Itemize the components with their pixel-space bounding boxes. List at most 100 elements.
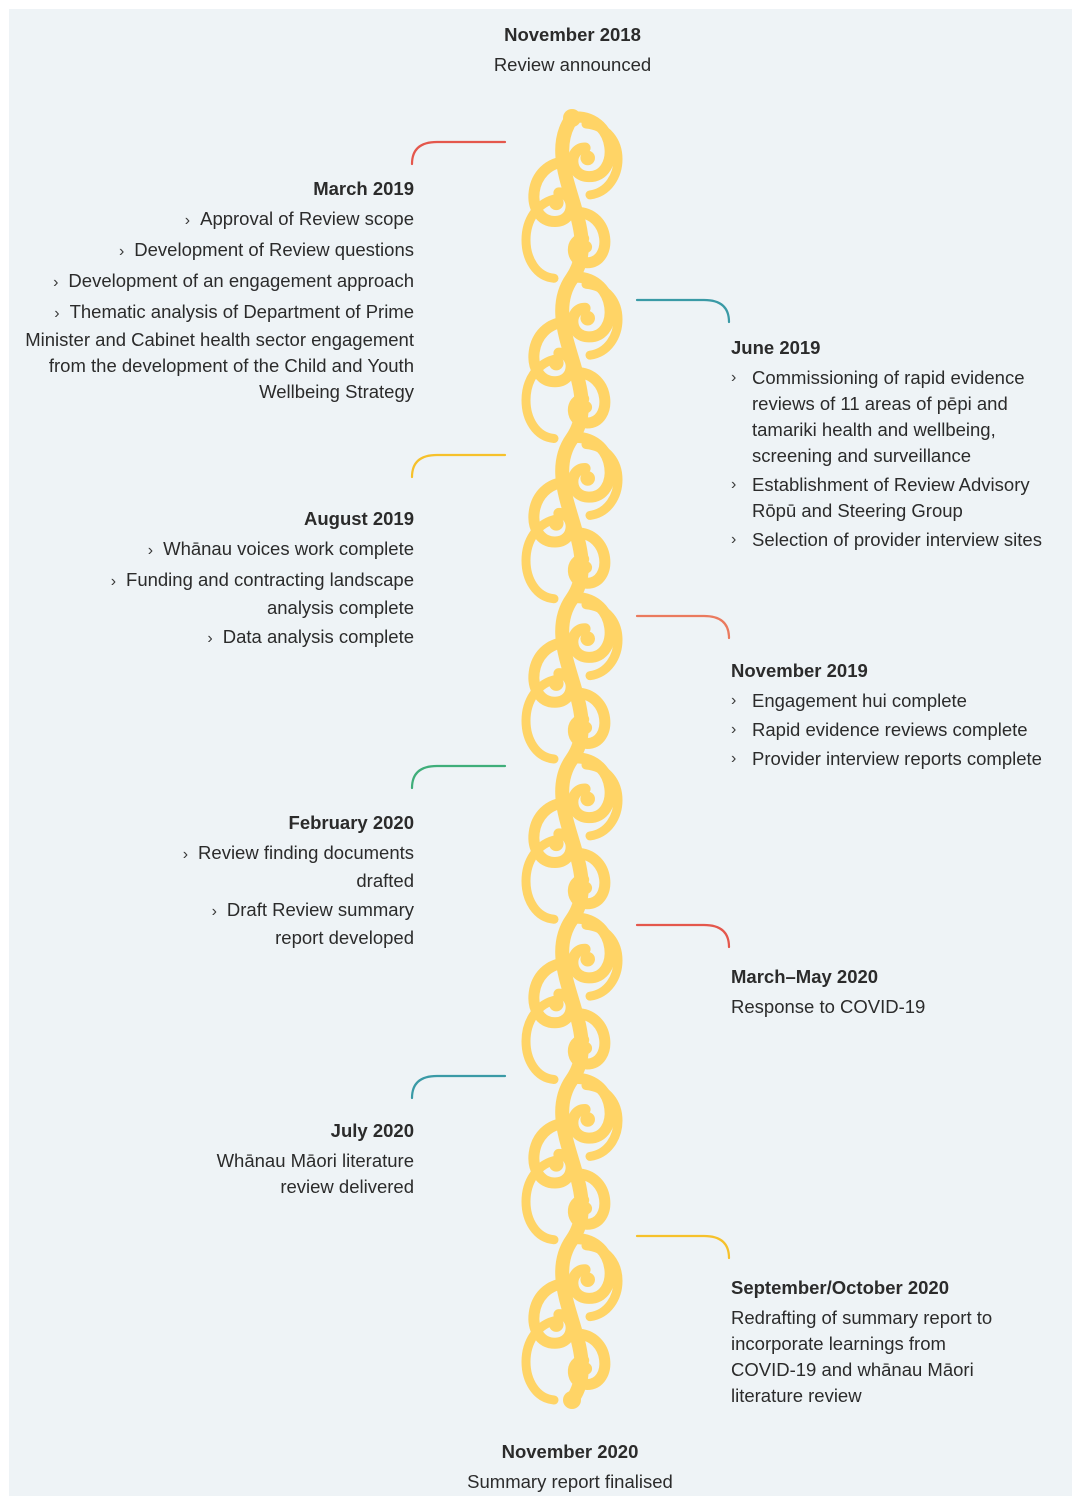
koru-curl xyxy=(528,1117,577,1189)
milestone-date: June 2019 xyxy=(731,337,821,358)
koru-bulb xyxy=(579,240,593,254)
milestone-item-text: Selection of provider interview sites xyxy=(752,529,1042,550)
milestone-date: March 2019 xyxy=(313,178,414,199)
milestone-item: ›Draft Review summary report developed xyxy=(180,897,414,951)
milestone-item-list: › Commissioning of rapid evidence reviews… xyxy=(731,365,1071,553)
chevron-right-icon: › xyxy=(207,630,213,647)
koru-cap-bottom xyxy=(563,1391,581,1409)
milestone-item-text: Funding and contracting landscape analys… xyxy=(126,569,414,618)
milestone-description: Whānau Māori literature review delivered xyxy=(216,1150,414,1197)
timeline-end: November 2020 Summary report finalised xyxy=(430,1439,710,1495)
milestone-date: February 2020 xyxy=(288,812,414,833)
koru-curl xyxy=(528,797,577,869)
koru-curl xyxy=(567,1007,611,1070)
koru-scroll xyxy=(581,119,623,200)
milestone-item-text: Review finding documents drafted xyxy=(198,842,414,891)
milestone-item: ›Development of Review questions xyxy=(10,237,414,265)
chevron-right-icon: › xyxy=(53,274,59,291)
koru-bulb xyxy=(580,150,595,166)
milestone-item-list: › Engagement hui complete ›Rapid evidence … xyxy=(731,688,1061,772)
milestone-item-text: Development of an engagement approach xyxy=(68,270,414,291)
chevron-right-icon: › xyxy=(110,573,117,590)
milestone-item: ›Rapid evidence reviews complete xyxy=(731,717,1061,743)
koru-bulb xyxy=(579,1202,593,1215)
chevron-right-icon: › xyxy=(147,542,154,559)
milestone-february-2020: February 2020 › Review finding documents d… xyxy=(180,810,414,954)
milestone-item-text: Commissioning of rapid evidence reviews … xyxy=(752,367,1025,466)
milestone-item: › Development of an engagement approach xyxy=(10,268,414,296)
koru-curl xyxy=(567,847,611,910)
koru-curl xyxy=(567,527,611,589)
koru-scroll xyxy=(581,600,623,681)
chevron-right-icon: › xyxy=(731,692,737,709)
koru-bulb xyxy=(579,1042,593,1055)
koru-curl xyxy=(567,366,611,429)
milestone-item-text: Provider interview reports complete xyxy=(752,748,1042,769)
koru-scroll xyxy=(581,279,623,360)
koru-bulb xyxy=(579,881,593,895)
koru-scroll xyxy=(521,353,563,443)
koru-curl xyxy=(528,476,577,548)
koru-curl xyxy=(528,636,577,708)
koru-curl xyxy=(528,316,577,388)
chevron-right-icon: › xyxy=(731,721,737,738)
koru-cap-top xyxy=(563,109,581,127)
milestone-item-list: › Whānau voices work complete › Funding and… xyxy=(110,536,414,652)
koru-bulb xyxy=(580,471,595,486)
connector-line xyxy=(410,764,507,790)
milestone-june-2019: June 2019 › Commissioning of rapid evidenc… xyxy=(731,335,1071,556)
milestone-date: November 2019 xyxy=(731,660,868,681)
milestone-item-text: Thematic analysis of Department of Prime… xyxy=(25,301,414,402)
koru-bulb xyxy=(579,721,593,734)
connector-line xyxy=(410,453,507,479)
connector-line xyxy=(635,1234,731,1260)
koru-bulb xyxy=(579,561,593,574)
chevron-right-icon: › xyxy=(211,903,217,920)
connector-line xyxy=(635,614,731,640)
koru-bulb xyxy=(580,791,595,807)
timeline-start: November 2018 Review announced xyxy=(440,22,705,78)
milestone-description: Redrafting of summary report to incorpor… xyxy=(731,1307,993,1406)
milestone-march-2019: March 2019 ›Approval of Review scope›Deve… xyxy=(10,176,414,408)
koru-scroll xyxy=(521,193,563,283)
connector-line xyxy=(635,923,731,949)
milestone-date: August 2019 xyxy=(303,508,414,529)
milestone-item: ›Data analysis complete xyxy=(110,624,414,652)
koru-bulb xyxy=(579,401,593,414)
koru-scroll xyxy=(521,1155,563,1245)
koru-spine-decoration xyxy=(410,109,731,1409)
milestone-item: › Selection of provider interview sites xyxy=(731,527,1071,553)
milestone-item-text: Development of Review questions xyxy=(134,239,414,260)
milestone-item: › Funding and contracting landscape analy… xyxy=(110,567,414,621)
milestone-description: Review announced xyxy=(493,54,652,75)
koru-scroll xyxy=(581,440,623,520)
koru-bulb xyxy=(579,1362,593,1375)
milestone-date: November 2018 xyxy=(504,24,641,45)
chevron-right-icon: › xyxy=(731,369,737,386)
koru-curl xyxy=(567,687,611,750)
koru-curl xyxy=(528,156,577,228)
milestone-item-list: ›Approval of Review scope›Development of… xyxy=(10,206,414,405)
milestone-item: › Engagement hui complete xyxy=(731,688,1061,714)
connector-line xyxy=(410,1074,507,1100)
milestone-item-text: Whānau voices work complete xyxy=(163,538,414,559)
koru-scroll xyxy=(521,674,563,764)
milestone-item-text: Establishment of Review Advisory Rōpū an… xyxy=(752,474,1030,521)
milestone-description: Summary report finalised xyxy=(467,1471,673,1492)
koru-scroll xyxy=(581,1081,623,1161)
milestone-item-list: › Review finding documents drafted ›Draft … xyxy=(180,840,414,951)
chevron-right-icon: › xyxy=(731,750,737,767)
koru-scroll xyxy=(521,514,563,604)
chevron-right-icon: › xyxy=(731,531,737,548)
koru-curl xyxy=(567,1168,611,1230)
connector-line xyxy=(410,140,507,166)
koru-scroll xyxy=(521,994,563,1084)
milestone-item-text: Engagement hui complete xyxy=(752,690,967,711)
koru-scroll xyxy=(581,920,623,1001)
timeline-canvas: November 2018 Review announced March 201… xyxy=(9,9,1072,1496)
chevron-right-icon: › xyxy=(731,476,737,493)
koru-bulb xyxy=(580,1112,595,1127)
koru-scroll xyxy=(521,1315,563,1405)
